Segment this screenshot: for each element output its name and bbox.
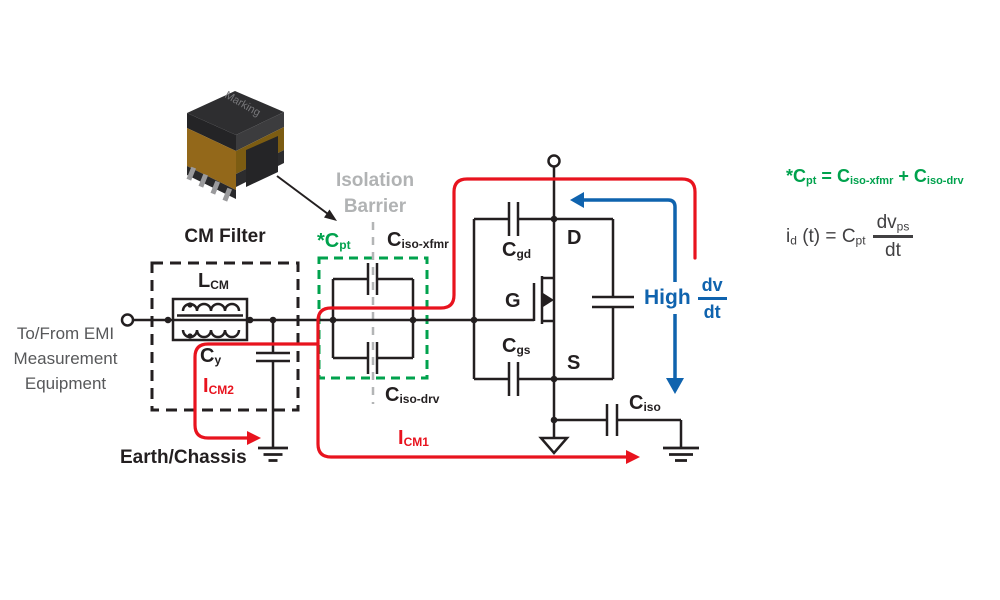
fraction-bar	[872, 235, 914, 238]
drain-label: D	[567, 227, 582, 249]
dvdt-arrowhead-left	[570, 192, 584, 208]
ciso-label: Ciso	[629, 392, 661, 415]
lcm-label: LCM	[198, 270, 229, 293]
emi-equipment-label: To/From EMI Measurement Equipment	[13, 324, 118, 393]
mosfet-symbol	[532, 166, 556, 438]
earth-ground-ciso	[663, 446, 699, 462]
high-dvdt-path	[570, 192, 684, 394]
icm1-label: ICM1	[398, 427, 429, 450]
source-label: S	[567, 352, 581, 374]
ciso-drv-label: Ciso-drv	[385, 384, 440, 407]
dvdt-arrowhead-down	[666, 378, 684, 394]
mosfet-arrow	[543, 293, 554, 307]
transformer-pins	[186, 166, 233, 202]
icm2-label: ICM2	[203, 375, 234, 398]
id-equation-lhs: id (t) = Cpt	[786, 225, 866, 248]
cgs-label: Cgs	[502, 335, 531, 358]
cy-capacitor	[256, 320, 290, 448]
cpt-equation: *Cpt = Ciso-xfmr + Ciso-drv	[786, 166, 964, 188]
cm-choke	[171, 297, 249, 342]
earth-chassis-label: Earth/Chassis	[120, 447, 247, 468]
cm-filter-box	[150, 261, 300, 412]
ciso-capacitor	[554, 404, 683, 448]
icm2-arrowhead	[247, 431, 261, 445]
icm1-arrowhead	[626, 450, 640, 464]
transformer-image: Marking	[186, 89, 284, 202]
cy-label: Cy	[200, 345, 222, 368]
ciso-drv-capacitor	[333, 342, 413, 374]
ciso-xfmr-label: Ciso-xfmr	[387, 229, 449, 252]
id-equation: id (t) = Cpt dvps dt	[786, 213, 914, 260]
icm1-current-path	[316, 177, 697, 459]
junction-dots	[164, 215, 558, 424]
choke-phase-dot	[187, 333, 193, 339]
icm2-current-path	[193, 342, 320, 440]
mosfet-parasitic-loop	[472, 202, 634, 396]
id-equation-fraction: dvps dt	[872, 213, 914, 260]
isolation-barrier-label: Isolation Barrier	[335, 170, 415, 217]
gate-label: G	[505, 290, 521, 312]
input-terminal	[120, 313, 135, 327]
cgd-label: Cgd	[502, 239, 532, 262]
transformer-pointer-arrow	[276, 175, 337, 221]
high-word: High	[642, 282, 693, 315]
signal-ground-source	[538, 436, 570, 455]
drain-supply-terminal	[547, 154, 561, 168]
dvdt-fraction: dv dt	[697, 276, 727, 321]
cpt-label: *Cpt	[317, 230, 351, 253]
high-dvdt-label: High dv dt	[642, 276, 727, 321]
fraction-bar	[697, 297, 727, 300]
earth-ground-cy	[258, 446, 288, 462]
cm-filter-title: CM Filter	[184, 226, 266, 247]
choke-phase-dot	[187, 302, 193, 308]
